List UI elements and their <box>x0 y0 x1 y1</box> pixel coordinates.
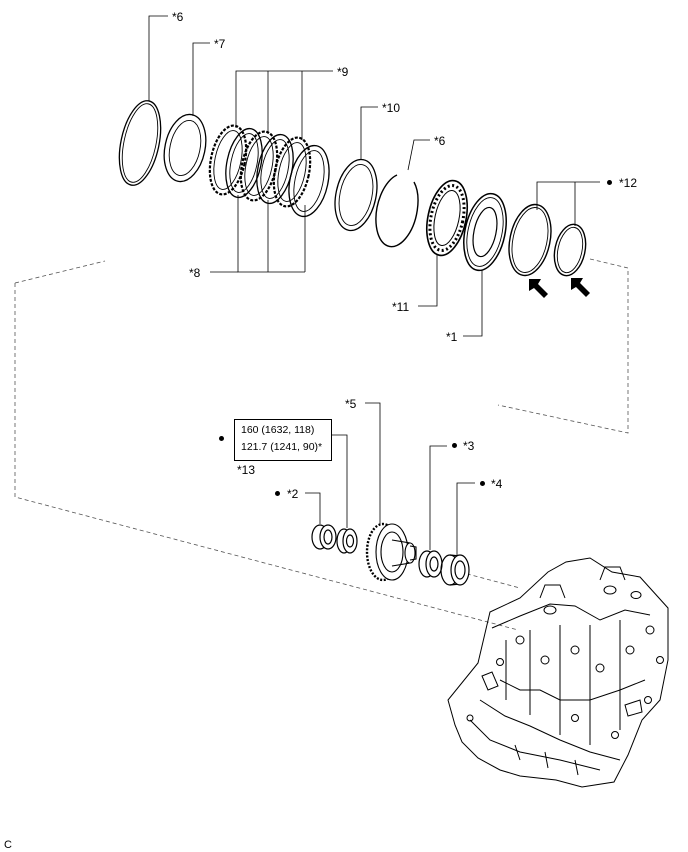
o-rings <box>508 203 587 277</box>
leader-line-6b <box>407 139 430 171</box>
piston <box>463 192 507 272</box>
assembly-dashed-lines <box>14 258 629 631</box>
leader-line-13 <box>330 434 348 528</box>
callout-13: *13 <box>237 463 256 477</box>
callout-7: *7 <box>214 37 226 51</box>
transaxle-case <box>447 557 669 788</box>
leader-line-11 <box>418 255 438 307</box>
snap-ring-left <box>118 100 162 186</box>
bearing-race-13 <box>336 528 358 554</box>
replace-part-dot-icon <box>219 436 224 441</box>
callout-6-top: *6 <box>172 10 184 24</box>
replace-part-dot-icon <box>275 491 280 496</box>
callout-4: *4 <box>491 477 503 491</box>
flange-plate <box>163 113 207 183</box>
callout-8: *8 <box>189 266 201 280</box>
leader-line-6a <box>148 15 168 101</box>
callout-3: *3 <box>463 439 475 453</box>
callout-10: *10 <box>382 101 401 115</box>
bearing-4 <box>440 554 470 586</box>
callout-6-right: *6 <box>434 134 446 148</box>
leader-lines-8 <box>210 195 306 273</box>
leader-line-12 <box>536 181 600 226</box>
snap-ring-right <box>375 174 419 248</box>
callout-11: *11 <box>392 300 410 314</box>
leader-line-5 <box>365 402 381 525</box>
clutch-pack <box>208 124 330 218</box>
torque-spec-line-2: 121.7 (1241, 90)* <box>241 441 323 453</box>
callout-1: *1 <box>446 330 458 344</box>
leader-line-1 <box>463 270 483 337</box>
replace-part-dot-icon <box>480 481 485 486</box>
bearing-2 <box>311 524 337 550</box>
bearing-3 <box>418 550 443 578</box>
leader-line-7 <box>192 42 210 116</box>
flange-10 <box>334 158 378 232</box>
callout-12: *12 <box>619 176 638 190</box>
torque-spec-line-1: 160 (1632, 118) <box>241 424 315 436</box>
leader-lines-9 <box>235 70 333 140</box>
callout-9: *9 <box>337 65 349 79</box>
return-spring <box>426 179 468 257</box>
counter-drive-gear <box>365 522 417 582</box>
leader-line-4 <box>456 482 475 555</box>
callout-2: *2 <box>287 487 299 501</box>
callout-5: *5 <box>345 397 357 411</box>
leader-line-3 <box>429 445 447 550</box>
replace-part-dot-icon <box>607 180 612 185</box>
leader-line-2 <box>305 492 321 524</box>
replace-part-dot-icon <box>452 443 457 448</box>
apply-fluid-arrow-icon <box>529 278 590 298</box>
torque-spec-box: 160 (1632, 118) 121.7 (1241, 90)* <box>234 419 332 461</box>
leader-line-10 <box>360 106 378 160</box>
figure-code: C <box>4 839 12 851</box>
